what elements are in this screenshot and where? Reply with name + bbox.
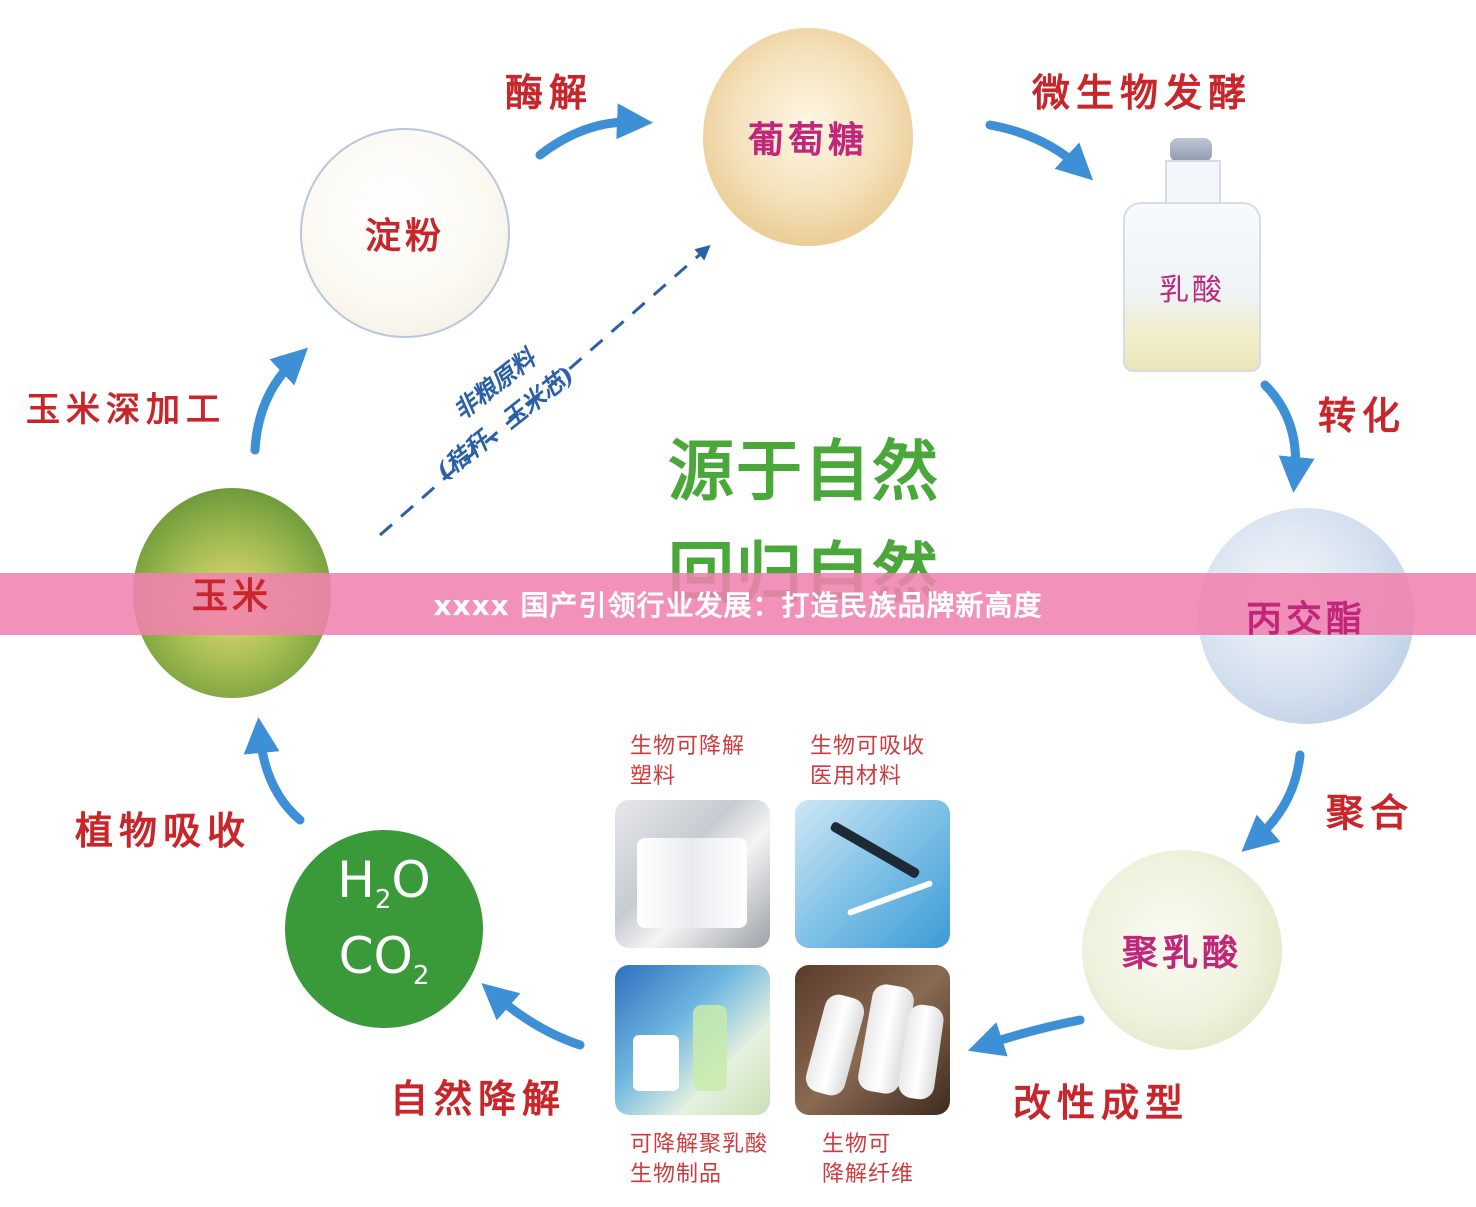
glucose-label: 葡萄糖	[747, 119, 868, 161]
glucose-node: 葡萄糖	[703, 28, 913, 246]
step-enzymolysis: 酶解	[505, 70, 594, 115]
starch-label: 淀粉	[364, 215, 445, 257]
caption-pla-goods-line1: 可降解聚乳酸	[630, 1132, 769, 1157]
arrow-h2o-to-corn	[243, 717, 305, 825]
lactic-acid-label: 乳酸	[1159, 273, 1225, 308]
step-fermentation: 微生物发酵	[1032, 70, 1253, 115]
banner-title: xxxx 国产引领行业发展：打造民族品牌新高度	[433, 589, 1043, 622]
caption-pla-goods-line2: 生物制品	[630, 1162, 723, 1187]
h2o-base: H	[337, 851, 375, 909]
co2-sub: 2	[412, 961, 430, 991]
arrow-lactic-to-lactide	[1260, 380, 1315, 493]
pla-node: 聚乳酸	[1082, 850, 1282, 1050]
arrow-glucose-to-lactic	[985, 120, 1094, 181]
co2-base: CO	[338, 927, 413, 985]
step-absorption: 植物吸收	[75, 808, 252, 853]
caption-plastic-line1: 生物可降解	[630, 734, 746, 759]
photo-fiber-spool-1	[802, 991, 868, 1099]
caption-pla-goods: 可降解聚乳酸 生物制品	[630, 1130, 768, 1190]
caption-fiber-line2: 降解纤维	[822, 1162, 915, 1187]
step-corn-processing: 玉米深加工	[26, 390, 226, 430]
lactic-acid-bottle: 乳酸	[1115, 138, 1265, 372]
arrow-pla-to-products	[967, 1015, 1085, 1057]
caption-medical: 生物可吸收 医用材料	[810, 732, 925, 792]
photo-pla-bottle	[693, 1005, 727, 1091]
center-slogan-line1: 源于自然	[668, 433, 940, 510]
photo-plastic-rolls	[637, 838, 747, 928]
arrow-lactide-to-pla	[1241, 750, 1305, 852]
caption-plastic: 生物可降解 塑料	[630, 732, 745, 792]
photo-fiber	[795, 965, 950, 1115]
caption-fiber: 生物可 降解纤维	[822, 1130, 914, 1190]
step-degradation: 自然降解	[390, 1076, 567, 1121]
corn-label: 玉米	[191, 575, 272, 617]
h2o-co2-node: H2O CO2	[285, 830, 483, 1028]
pla-label: 聚乳酸	[1121, 932, 1242, 974]
arrow-starch-to-glucose	[535, 103, 653, 160]
bottle-body: 乳酸	[1123, 202, 1261, 372]
photo-plastic	[615, 800, 770, 948]
photo-pla-goods	[615, 965, 770, 1115]
step-modification: 改性成型	[1013, 1080, 1190, 1125]
title-banner: xxxx 国产引领行业发展：打造民族品牌新高度	[0, 573, 1476, 635]
starch-node: 淀粉	[300, 128, 510, 338]
caption-medical-line1: 生物可吸收	[810, 734, 926, 759]
h2o-tail: O	[391, 851, 431, 909]
bottle-cap	[1170, 138, 1212, 162]
h2o-sub: 2	[374, 885, 392, 915]
step-polymerization: 聚合	[1326, 790, 1415, 835]
h2o-formula: H2O	[337, 853, 431, 927]
photo-medical-rods	[846, 879, 934, 917]
photo-medical	[795, 800, 950, 948]
photo-medical-tube	[829, 820, 921, 880]
arrow-products-to-h2o	[481, 983, 585, 1050]
caption-medical-line2: 医用材料	[810, 764, 903, 789]
lactide-label: 丙交酯	[1245, 598, 1366, 640]
bottle-neck	[1165, 160, 1221, 206]
arrow-corn-to-starch	[250, 347, 309, 455]
caption-plastic-line2: 塑料	[630, 764, 677, 789]
step-conversion: 转化	[1318, 393, 1407, 438]
photo-pla-cup	[633, 1035, 679, 1091]
co2-formula: CO2	[339, 927, 430, 1005]
caption-fiber-line1: 生物可	[822, 1132, 892, 1157]
